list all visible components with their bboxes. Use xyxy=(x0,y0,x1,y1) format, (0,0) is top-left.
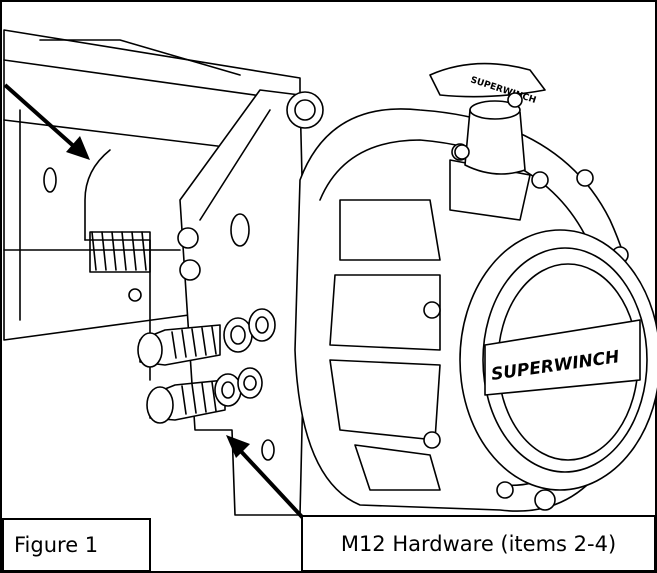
m12-bolt-lower xyxy=(146,379,226,424)
m12-bolt-upper xyxy=(137,324,221,368)
callout-arrow-hardware xyxy=(226,435,305,520)
clutch-knob: SUPERWINCH xyxy=(429,62,546,175)
callout-arrow-spring xyxy=(3,83,90,160)
end-cover: SUPERWINCH xyxy=(459,229,657,511)
hardware-callout-label: M12 Hardware (items 2-4) xyxy=(301,515,656,572)
m12-washers xyxy=(214,308,276,407)
figure-caption: Figure 1 xyxy=(2,518,151,572)
